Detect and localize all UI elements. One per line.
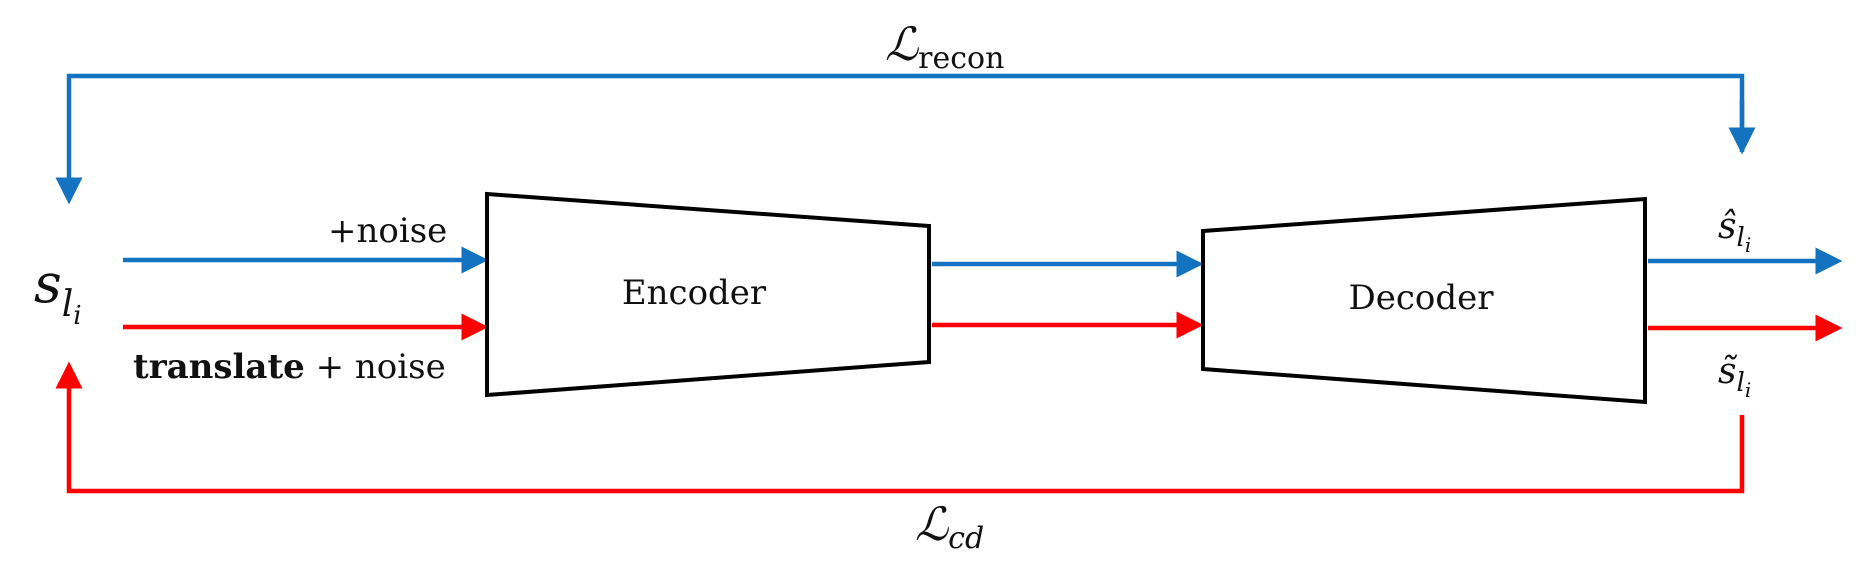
loss-cd-label: ℒcd: [915, 497, 984, 556]
recon-loss-loop: [55, 73, 1745, 205]
encoder-label: Encoder: [622, 273, 767, 313]
output-cd-l: l: [1736, 368, 1744, 398]
cd-loss-loop: [55, 361, 1745, 494]
output-recon-symbol: ŝli: [1718, 206, 1751, 257]
translate-noise-label: translate + noise: [133, 347, 446, 387]
decoder-label: Decoder: [1348, 278, 1494, 318]
input-l: l: [62, 284, 74, 325]
decoder-block: [1201, 196, 1647, 405]
loss-cd-subscript: cd: [948, 521, 984, 556]
output-cd-i: i: [1745, 378, 1751, 402]
noise-label: +noise: [328, 211, 447, 251]
translate-bold: translate: [133, 347, 305, 387]
input-i: i: [73, 301, 81, 331]
output-recon-s: ŝ: [1718, 206, 1736, 247]
output-cd-symbol: s̃li: [1718, 351, 1751, 402]
input-symbol: sli: [34, 252, 82, 331]
input-s: s: [34, 252, 62, 315]
encoder-block: [485, 191, 931, 398]
loss-recon-subscript: recon: [918, 41, 1004, 76]
output-cd-s: s̃: [1718, 351, 1737, 392]
output-recon-l: l: [1736, 223, 1744, 253]
output-recon-i: i: [1745, 233, 1751, 257]
translate-rest: + noise: [305, 347, 446, 387]
loss-recon-symbol: ℒ: [885, 17, 919, 71]
loss-recon-label: ℒrecon: [885, 17, 1004, 76]
loss-cd-symbol: ℒ: [915, 497, 949, 551]
